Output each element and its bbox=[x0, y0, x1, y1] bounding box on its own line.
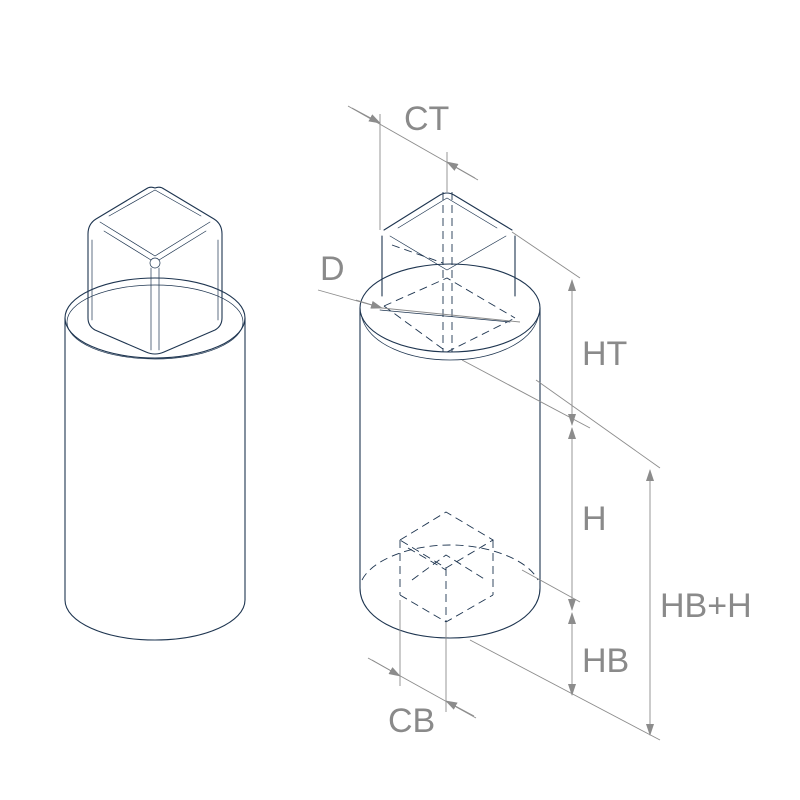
left-cylinder bbox=[64, 277, 246, 641]
label-cb: CB bbox=[388, 702, 435, 740]
left-square-pin bbox=[87, 186, 223, 355]
right-cylinder bbox=[359, 263, 541, 639]
label-hb-plus-h: HB+H bbox=[660, 587, 752, 625]
label-d: D bbox=[320, 250, 345, 288]
label-hb: HB bbox=[582, 642, 629, 680]
label-ht: HT bbox=[582, 335, 627, 373]
right-top-square-pin bbox=[379, 192, 516, 353]
dimension-lines bbox=[317, 105, 661, 741]
left-part-solid-view bbox=[64, 186, 246, 641]
label-ct: CT bbox=[404, 100, 449, 138]
label-h: H bbox=[582, 500, 607, 538]
right-bottom-square-socket bbox=[399, 511, 494, 623]
right-part-dimensioned-view bbox=[359, 192, 541, 639]
